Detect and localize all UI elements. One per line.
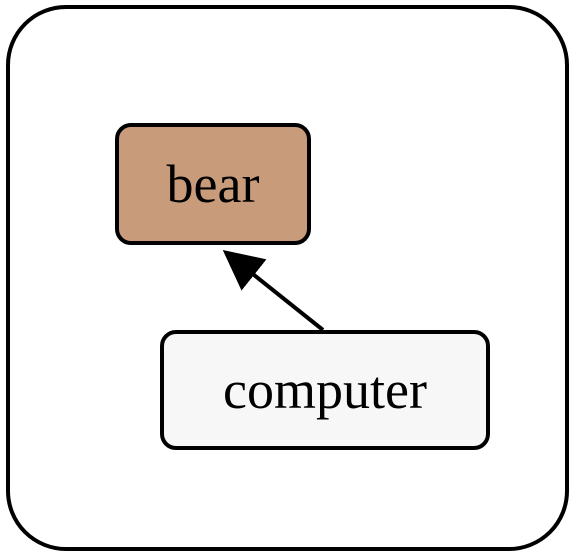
- node-computer-label: computer: [223, 360, 427, 420]
- node-bear: bear: [115, 123, 311, 245]
- node-computer: computer: [160, 330, 490, 450]
- diagram-frame: [6, 5, 569, 551]
- node-bear-label: bear: [166, 154, 260, 214]
